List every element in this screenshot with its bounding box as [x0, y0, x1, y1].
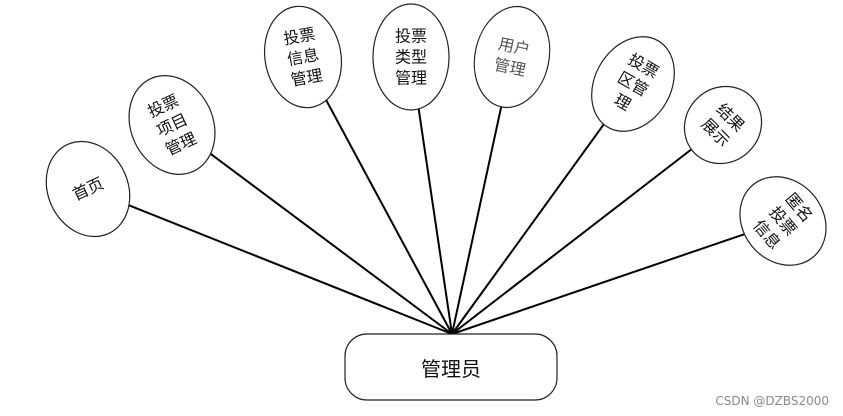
edge-result — [451, 148, 692, 335]
node-ellipse-anonymous — [739, 176, 827, 266]
edge-info — [325, 99, 453, 335]
edge-anonymous — [451, 233, 745, 335]
edge-home — [128, 204, 453, 335]
watermark: CSDN @DZBS2000 — [715, 394, 829, 408]
node-ellipse-project — [128, 75, 216, 175]
node-label-type-line-0: 投票 — [395, 27, 427, 46]
node-label-type-line-2: 管理 — [395, 69, 427, 88]
node-label-type-line-1: 类型 — [395, 48, 427, 67]
edge-user — [451, 106, 503, 335]
node-ellipse-result — [683, 85, 763, 165]
root-node: 管理员 — [344, 333, 558, 401]
root-box — [344, 333, 558, 401]
nodes: 首页投票项目管理投票信息管理投票类型管理用户管理投票区管理结果展示匿名投票信息 — [45, 3, 827, 266]
node-ellipse-info — [263, 5, 343, 109]
edge-type — [417, 108, 453, 335]
edge-zone — [451, 123, 605, 335]
node-ellipse-zone — [591, 36, 675, 132]
node-ellipse-type — [372, 3, 450, 111]
edge-project — [209, 152, 453, 335]
node-ellipse-home — [45, 140, 131, 238]
node-home: 首页 — [45, 140, 131, 238]
edges — [128, 99, 745, 335]
root-label: 管理员 — [421, 357, 481, 381]
